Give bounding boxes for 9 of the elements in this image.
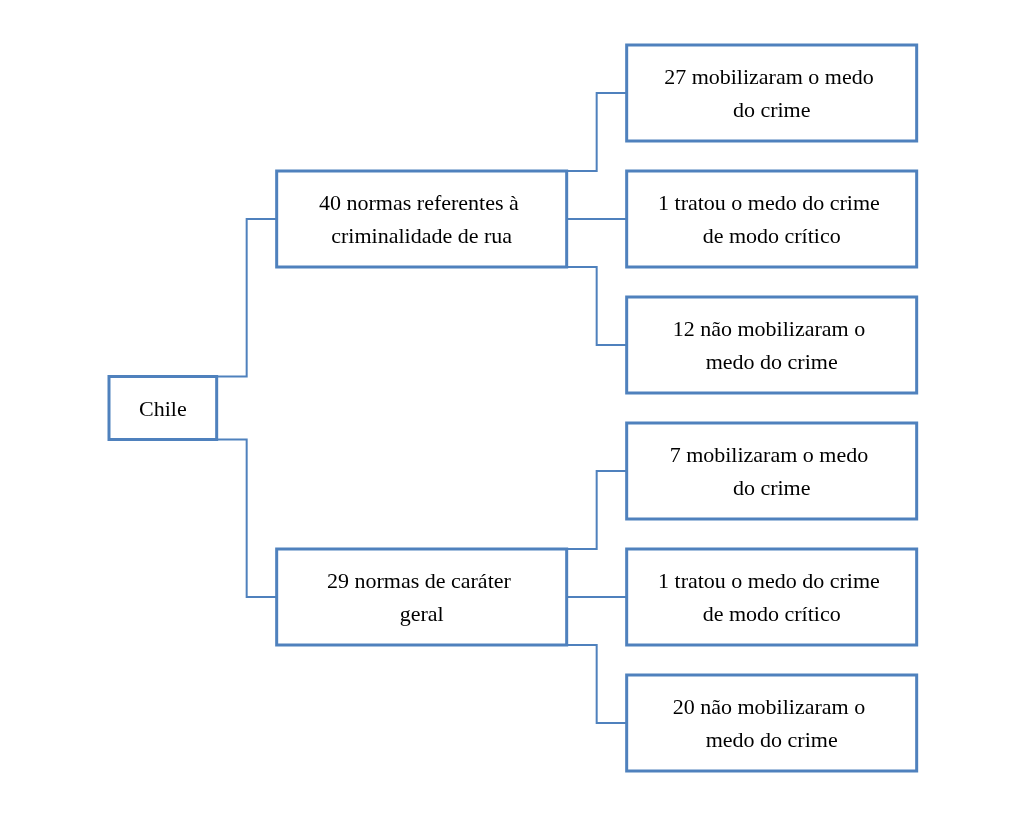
node-box: 40 normas referentes à criminalidade de rua <box>274 169 568 268</box>
node-box: Chile <box>107 374 218 441</box>
node-box: 20 não mobilizaram o medo do crime <box>624 673 918 772</box>
node-box: 12 não mobilizaram o medo do crime <box>624 295 918 394</box>
node-box: 1 tratou o medo do crime de modo crítico <box>624 169 918 268</box>
node-box: 29 normas de caráter geral <box>274 547 568 646</box>
node-box: 27 mobilizaram o medo do crime <box>624 43 918 142</box>
node-box: 7 mobilizaram o medo do crime <box>624 421 918 520</box>
node-box: 1 tratou o medo do crime de modo crítico <box>624 547 918 646</box>
